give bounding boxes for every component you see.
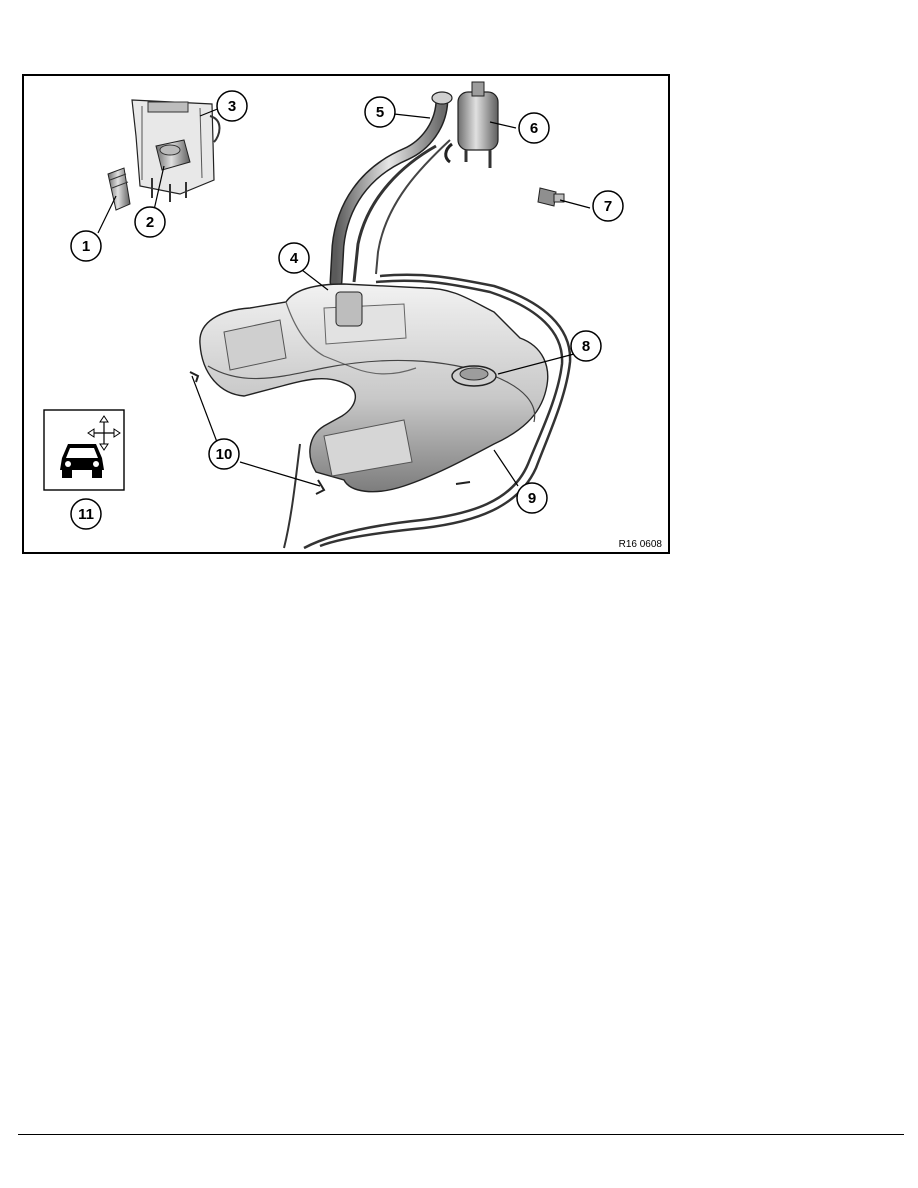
vehicle-arrows-icon xyxy=(43,409,125,491)
callout-circle-2 xyxy=(134,206,166,238)
leader-lines xyxy=(97,107,591,487)
callout-label-3: 3 xyxy=(228,98,236,115)
callout-circle-7 xyxy=(592,190,624,222)
callout-circle-5 xyxy=(364,96,396,128)
callout-label-1: 1 xyxy=(82,238,90,255)
callout-circle-8 xyxy=(570,330,602,362)
callout-circle-10 xyxy=(208,438,240,470)
part-7-sensor xyxy=(537,187,565,207)
part-9-fuel-tank xyxy=(189,283,549,495)
diagram-canvas: 1 2 3 4 5 6 7 8 9 10 11 xyxy=(43,81,624,550)
exploded-diagram: 1 2 3 4 5 6 7 8 9 10 11 R16 0608 xyxy=(22,74,670,554)
callout-label-9: 9 xyxy=(528,490,536,507)
callout-label-4: 4 xyxy=(290,250,299,267)
callout-label-11: 11 xyxy=(78,506,94,523)
callout-label-8: 8 xyxy=(582,338,590,355)
callout-circle-11 xyxy=(70,498,102,530)
part-1-sleeve xyxy=(107,167,131,211)
callout-label-7: 7 xyxy=(604,198,612,215)
callout-label-5: 5 xyxy=(376,104,384,121)
callout-label-6: 6 xyxy=(530,120,538,137)
callout-label-2: 2 xyxy=(146,214,154,231)
figure-reference-code: R16 0608 xyxy=(618,539,662,550)
part-2-cap-housing xyxy=(155,139,191,171)
part-5-filler-pipe xyxy=(329,91,453,289)
footer-rule xyxy=(18,1134,904,1135)
callout-label-10: 10 xyxy=(216,446,233,463)
callout-circle-3 xyxy=(216,90,248,122)
callout-circle-1 xyxy=(70,230,102,262)
callout-group: 1 2 3 4 5 6 7 8 9 10 11 xyxy=(70,90,624,530)
callout-circle-9 xyxy=(516,482,548,514)
callout-circle-6 xyxy=(518,112,550,144)
part-6-canister xyxy=(444,81,499,168)
fuel-lines xyxy=(283,273,572,550)
callout-circle-4 xyxy=(278,242,310,274)
